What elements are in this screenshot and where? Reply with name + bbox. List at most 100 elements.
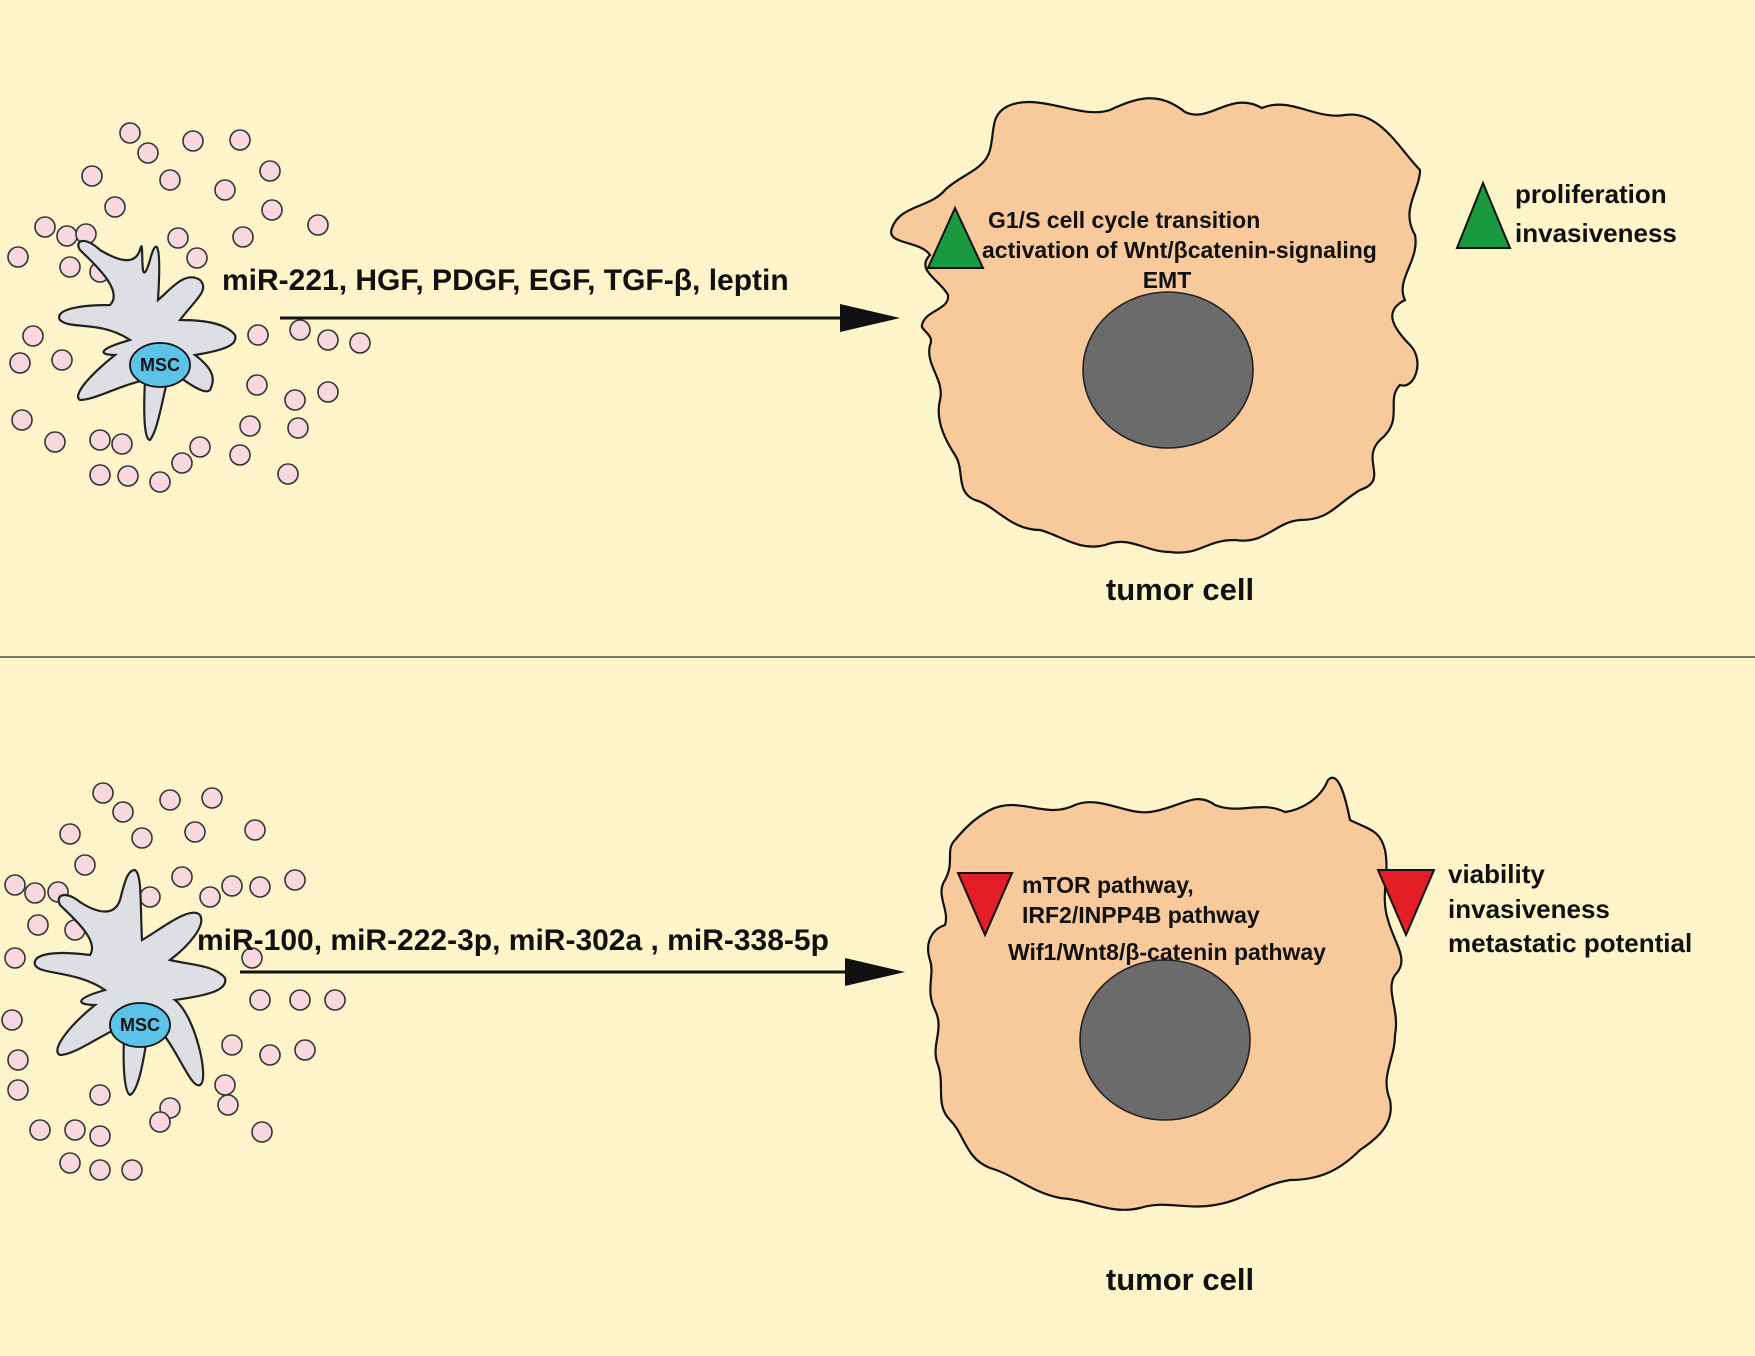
outcome-line-2: invasiveness [1448,894,1610,924]
increase-marker-inner [926,205,985,269]
vesicle-dot [131,827,153,849]
extracellular-vesicles [7,122,371,493]
vesicle-dot [349,332,371,354]
vesicle-dot [184,821,206,843]
increase-marker-outcome [1455,180,1512,249]
vesicle-dot [221,1034,243,1056]
vesicle-dot [289,319,311,341]
panel-bottom: MSC miR-100, miR-222-3p, miR-302a , miR-… [1,776,1692,1297]
vesicle-dot [81,165,103,187]
vesicle-dot [59,1152,81,1174]
vesicle-dot [221,875,243,897]
vesicle-dot [171,866,193,888]
vesicle-dot [1,1009,23,1031]
vesicle-dot [214,1074,236,1096]
vesicle-dot [117,465,139,487]
vesicle-dot [7,1079,29,1101]
vesicle-dot [7,246,29,268]
vesicle-dot [241,947,263,969]
vesicle-dot [199,886,221,908]
outcome-line-2: invasiveness [1515,218,1677,248]
vesicle-dot [89,429,111,451]
vesicle-dot [287,417,309,439]
vesicle-dot [11,409,33,431]
vesicle-dot [159,169,181,191]
vesicle-dot [294,1039,316,1061]
vesicle-dot [7,1049,29,1071]
msc-label: MSC [120,1015,160,1035]
vesicle-dot [137,142,159,164]
tumor-cell-label: tumor cell [1106,1262,1254,1297]
vesicle-dot [251,1121,273,1143]
vesicle-dot [44,431,66,453]
vesicle-dot [121,1159,143,1181]
vesicle-dot [217,1094,239,1116]
outcome-line-3: metastatic potential [1448,928,1692,958]
vesicle-dot [22,325,44,347]
vesicle-dot [186,247,208,269]
outcome-line-1: proliferation [1515,179,1667,209]
vesicle-dot [246,374,268,396]
msc-nucleus [129,342,191,388]
vesicle-dot [104,196,126,218]
vesicle-dot [261,199,283,221]
vesicle-dot [51,349,73,371]
vesicle-dot [149,471,171,493]
vesicle-dot [239,415,261,437]
msc-cell: MSC [58,239,237,442]
vesicle-dot [89,1159,111,1181]
panel-top: MSC miR-221, HGF, PDGF, EGF, TGF-β, lept… [7,97,1677,607]
msc-body [33,868,227,1097]
secreted-factors-label: miR-221, HGF, PDGF, EGF, TGF-β, leptin [222,264,789,297]
vesicle-dot [229,444,251,466]
msc-nucleus [109,1002,171,1048]
vesicle-dot [112,801,134,823]
decrease-marker-outcome [1376,869,1436,938]
vesicle-dot [27,914,49,936]
vesicle-dot [29,1119,51,1141]
vesicle-dot [4,947,26,969]
vesicle-dot [119,122,141,144]
vesicle-dot [92,782,114,804]
vesicle-dot [289,989,311,1011]
mechanism-line-1: G1/S cell cycle transition [988,207,1260,233]
tumor-cell [927,776,1403,1211]
vesicle-dot [9,352,31,374]
vesicle-dot [89,1125,111,1147]
tumor-nucleus [1079,959,1251,1121]
vesicle-dot [229,129,251,151]
vesicle-dot [277,463,299,485]
signal-arrow [240,958,905,986]
vesicle-dot [214,179,236,201]
vesicle-dot [4,874,26,896]
vesicle-dot [139,886,161,908]
vesicle-dot [89,464,111,486]
vesicle-dot [59,256,81,278]
vesicle-dot [247,324,269,346]
mechanism-line-2: activation of Wnt/βcatenin-signaling [982,237,1377,263]
outcome-line-1: viability [1448,859,1545,889]
vesicle-dot [74,854,96,876]
vesicle-dot [182,130,204,152]
tumor-nucleus [1082,291,1254,449]
mechanism-line-1: mTOR pathway, [1022,872,1194,898]
extracellular-vesicles [1,782,346,1181]
vesicle-dot [34,216,56,238]
vesicle-dot [111,433,133,455]
vesicle-dot [64,1119,86,1141]
vesicle-dot [259,1044,281,1066]
vesicle-dot [56,225,78,247]
vesicle-dot [171,452,193,474]
msc-label: MSC [140,355,180,375]
signal-arrow [280,304,900,332]
vesicle-dot [167,227,189,249]
vesicle-dot [324,989,346,1011]
vesicle-dot [317,329,339,351]
tumor-cell [890,97,1422,554]
msc-body [58,239,237,442]
vesicle-dot [89,1084,111,1106]
vesicle-dot [307,214,329,236]
mechanism-line-3: EMT [1143,267,1192,293]
